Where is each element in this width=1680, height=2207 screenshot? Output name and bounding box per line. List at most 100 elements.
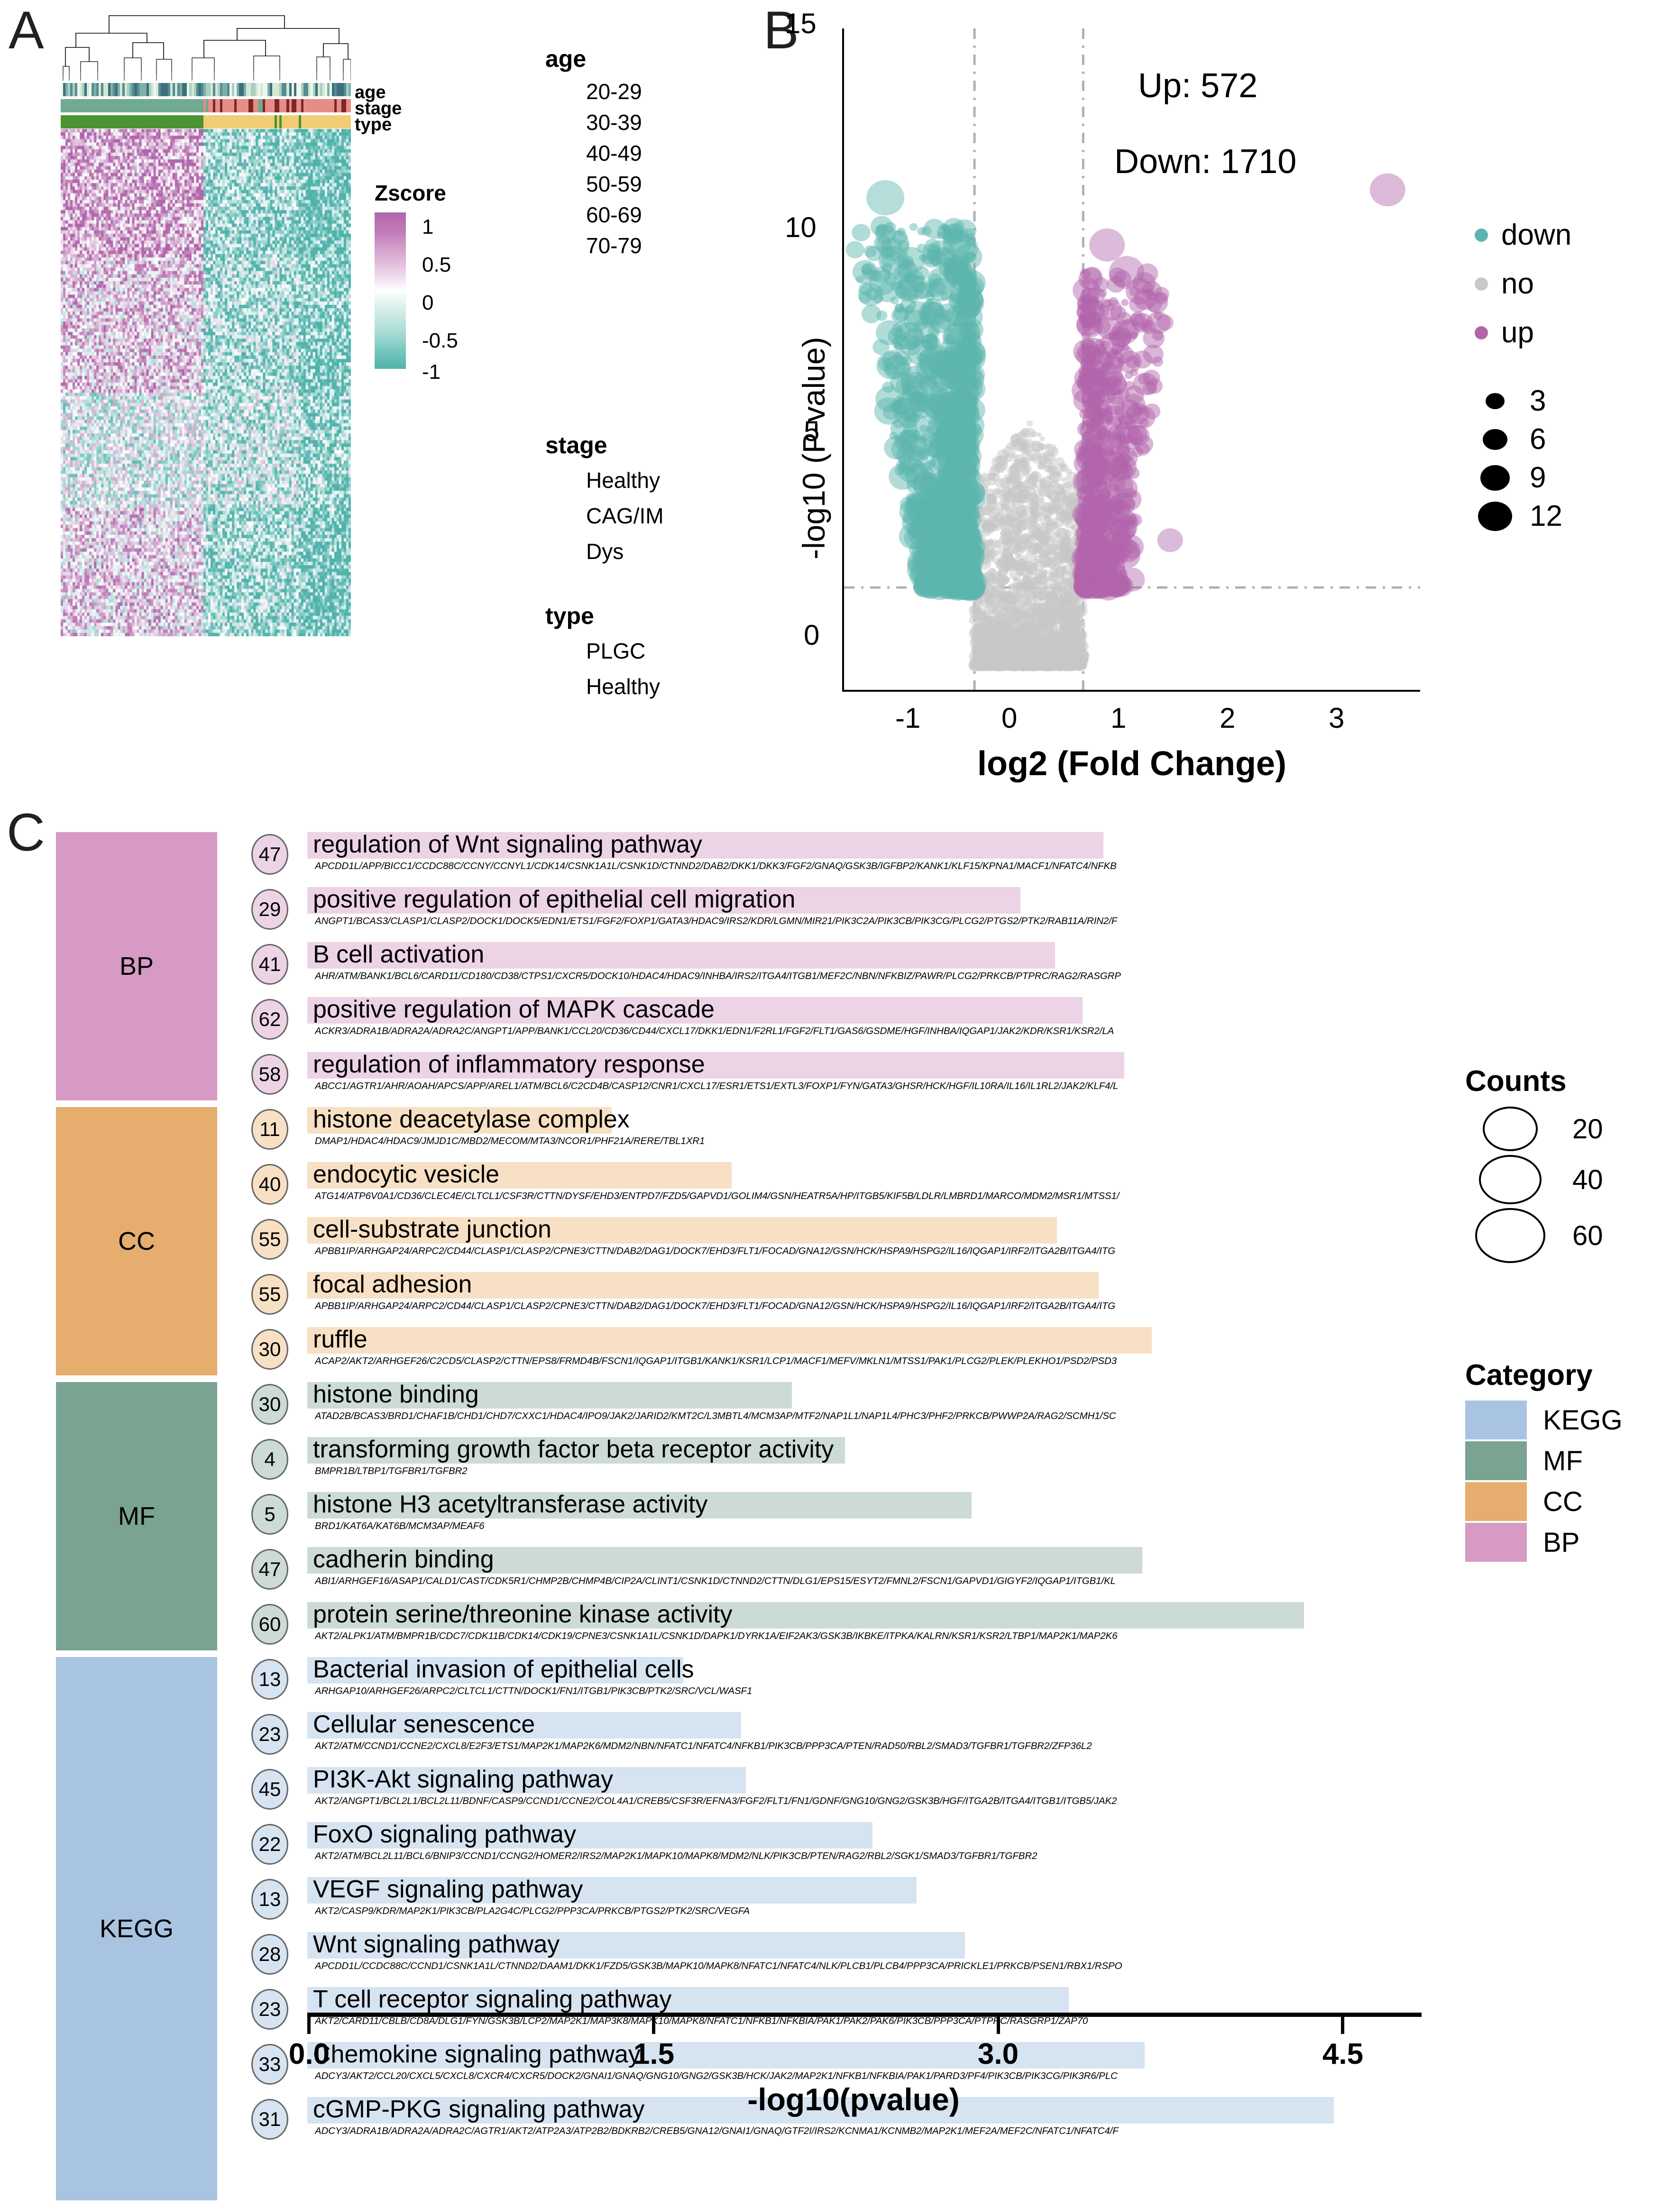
zscore-color-bar <box>375 212 406 369</box>
gene-list: ANGPT1/BCAS3/CLASP1/CLASP2/DOCK1/DOCK5/E… <box>315 916 1118 926</box>
go-term-label: PI3K-Akt signaling pathway <box>313 1766 614 1793</box>
stage-legend-label-2: Dys <box>586 539 624 564</box>
category-legend-row-cc: CC <box>1465 1482 1623 1521</box>
enrichment-bar <box>307 1162 732 1189</box>
gene-list: AKT2/CARD11/CBLB/CD8A/DLG1/FYN/GSK3B/LCP… <box>315 2015 1088 2026</box>
age-swatch-2 <box>545 138 572 169</box>
go-term-label: regulation of inflammatory response <box>313 1051 705 1078</box>
gene-count-circle: 11 <box>251 1109 288 1150</box>
gene-list: AKT2/ALPK1/ATM/BMPR1B/CDC7/CDK11B/CDK14/… <box>315 1630 1118 1641</box>
type-swatch-0 <box>545 633 572 669</box>
age-legend-label-0: 20-29 <box>586 79 642 104</box>
volcano-legend-label-down: down <box>1501 219 1572 251</box>
go-term-label: protein serine/threonine kinase activity <box>313 1601 733 1628</box>
age-swatch-0 <box>545 76 572 107</box>
gene-count-circle: 28 <box>251 1934 288 1975</box>
category-block-cc: CC <box>56 1107 217 1375</box>
enrichment-bar <box>307 1492 972 1519</box>
gene-count-circle: 30 <box>251 1384 288 1425</box>
stage-swatch-0 <box>545 463 572 498</box>
go-term-label: cGMP-PKG signaling pathway <box>313 2096 645 2123</box>
category-legend-row-kegg: KEGG <box>1465 1401 1623 1439</box>
annotation-row-stage <box>61 99 351 112</box>
panelc-x-axis-title: -log10(pvalue) <box>747 2082 960 2117</box>
age-legend-swatches <box>545 76 572 261</box>
volcano-size-legend: 3 6 9 12 <box>1475 384 1562 538</box>
go-term-label: cadherin binding <box>313 1546 494 1573</box>
go-term-label: cell-substrate junction <box>313 1216 551 1243</box>
bar-wrap: protein serine/threonine kinase activity… <box>307 1601 1418 1642</box>
volcano-color-legend: down no up <box>1475 218 1571 365</box>
x-tick-3 <box>1341 2017 1344 2034</box>
volcano-ytick-0: 0 <box>804 619 820 651</box>
go-term-label: Chemokine signaling pathway <box>313 2041 641 2068</box>
category-legend-title: Category <box>1465 1359 1593 1392</box>
size-legend-row-9: 9 <box>1475 461 1562 495</box>
panel-a-heatmap: A <box>0 0 787 801</box>
counts-legend-label-60: 60 <box>1572 1220 1603 1251</box>
volcano-x-axis-label: log2 (Fold Change) <box>977 745 1286 783</box>
go-term-label: focal adhesion <box>313 1271 472 1298</box>
gene-count-circle: 62 <box>251 999 288 1040</box>
volcano-xtick-3: 3 <box>1329 702 1345 734</box>
zscore-tick-0: 0 <box>422 291 434 314</box>
gene-count-circle: 60 <box>251 1604 288 1645</box>
gene-list: AKT2/ATM/CCND1/CCNE2/CXCL8/E2F3/ETS1/MAP… <box>315 1740 1092 1751</box>
bar-wrap: positive regulation of epithelial cell m… <box>307 886 1418 927</box>
enrichment-bar <box>307 1547 1143 1574</box>
enrichment-bar <box>307 942 1055 969</box>
gene-list: AKT2/CASP9/KDR/MAP2K1/PIK3CB/PLA2G4C/PLC… <box>315 1905 750 1916</box>
enrichment-row[interactable]: 60 protein serine/threonine kinase activi… <box>251 1601 1418 1657</box>
dendrogram <box>63 15 351 81</box>
go-term-label: endocytic vesicle <box>313 1161 500 1188</box>
volcano-legend-item-no: no <box>1475 267 1571 301</box>
enrichment-bar <box>307 1107 612 1134</box>
gene-count-circle: 5 <box>251 1494 288 1535</box>
age-swatch-4 <box>545 200 572 230</box>
annotation-label-age: age <box>355 82 386 102</box>
age-swatch-1 <box>545 107 572 138</box>
down-dot-icon <box>1475 228 1488 242</box>
enrichment-bar <box>307 832 1103 859</box>
category-legend-label-kegg: KEGG <box>1543 1404 1623 1436</box>
x-axis-line <box>307 2013 1422 2017</box>
volcano-scatter <box>844 28 1420 690</box>
stage-legend-label-1: CAG/IM <box>586 504 664 528</box>
go-term-label: VEGF signaling pathway <box>313 1876 583 1903</box>
x-label-1: 1.5 <box>633 2038 675 2070</box>
enrichment-bar <box>307 1767 746 1794</box>
kegg-swatch <box>1465 1401 1527 1439</box>
stage-legend: stage Healthy CAG/IM Dys <box>545 431 664 569</box>
gene-count-circle: 23 <box>251 1989 288 2030</box>
